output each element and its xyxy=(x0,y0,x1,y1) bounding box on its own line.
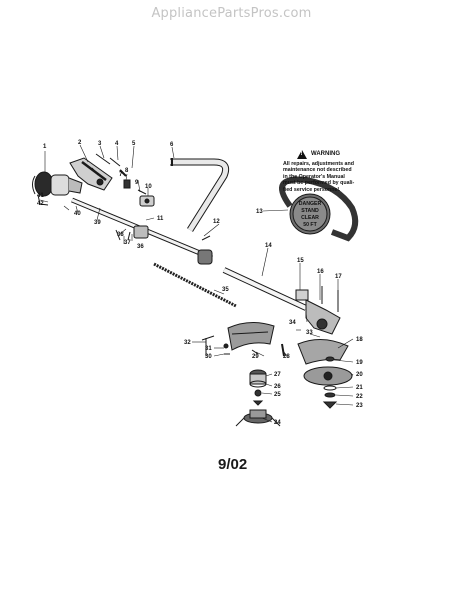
throttle-handle xyxy=(69,157,113,191)
callout-18: 18 xyxy=(356,337,363,343)
callout-labels: 1 2 3 4 5 6 7 8 9 10 11 12 13 14 15 16 1… xyxy=(37,140,363,426)
warning-line-1: All repairs, adjustments and xyxy=(283,161,354,167)
callout-14: 14 xyxy=(265,243,272,249)
callout-23: 23 xyxy=(356,403,363,409)
callout-34: 34 xyxy=(289,320,296,326)
decal-line-2: STAND xyxy=(301,208,319,214)
callout-24: 24 xyxy=(274,420,281,426)
callout-40: 40 xyxy=(74,211,81,217)
callout-32: 32 xyxy=(184,340,191,346)
callout-20: 20 xyxy=(356,372,363,378)
warning-triangle-icon xyxy=(297,150,307,159)
callout-16: 16 xyxy=(317,269,324,275)
callout-26: 26 xyxy=(274,384,281,390)
callout-41: 41 xyxy=(37,193,44,199)
callout-33: 33 xyxy=(306,330,313,336)
callout-29: 29 xyxy=(252,354,259,360)
shaft-clamp xyxy=(137,189,155,207)
decal-line-3: CLEAR xyxy=(301,215,319,221)
gear-head xyxy=(305,286,341,335)
callout-4: 4 xyxy=(115,141,119,147)
callout-15: 15 xyxy=(297,258,304,264)
handle-parts-small xyxy=(95,153,131,189)
callout-28: 28 xyxy=(283,354,290,360)
callout-1: 1 xyxy=(43,144,47,150)
callout-7: 7 xyxy=(119,172,123,178)
site-watermark: AppliancePartsPros.com xyxy=(151,6,312,21)
engine-housing xyxy=(32,171,83,206)
shoulder-harness xyxy=(278,176,359,242)
warning-line-5: fied service personnel. xyxy=(283,186,341,193)
warning-header: WARNING xyxy=(297,150,373,159)
callout-8: 8 xyxy=(125,168,129,174)
callout-19: 19 xyxy=(356,360,363,366)
trimmer-guard xyxy=(201,322,275,356)
callout-37: 37 xyxy=(124,240,131,246)
callout-22: 22 xyxy=(356,394,363,400)
decal-line-4: 50 FT xyxy=(303,222,317,228)
warning-line-4: must be performed by quali- xyxy=(283,180,355,187)
callout-35: 35 xyxy=(222,287,229,293)
leader-lines xyxy=(39,144,354,423)
callout-17: 17 xyxy=(335,274,342,280)
assist-handle xyxy=(170,158,230,232)
callout-30: 30 xyxy=(205,354,212,360)
warning-line-2: maintenance not described xyxy=(283,167,352,174)
callout-36: 36 xyxy=(137,244,144,250)
revision-date: 9/02 xyxy=(218,456,248,473)
blade-hardware xyxy=(322,356,338,409)
callout-27: 27 xyxy=(274,372,281,378)
callout-38: 38 xyxy=(117,232,124,238)
callout-10: 10 xyxy=(145,184,152,190)
callout-13: 13 xyxy=(256,209,263,215)
decal-line-1: DANGER xyxy=(299,201,322,207)
callout-39: 39 xyxy=(94,220,101,226)
guard-fasteners xyxy=(223,343,285,357)
blade xyxy=(303,366,353,386)
blade-guard xyxy=(297,339,349,365)
callout-9: 9 xyxy=(135,180,139,186)
lower-shaft xyxy=(222,267,309,311)
callout-2: 2 xyxy=(78,140,82,146)
callout-6: 6 xyxy=(170,142,174,148)
callout-12: 12 xyxy=(213,219,220,225)
callout-42: 42 xyxy=(37,201,44,207)
callout-21: 21 xyxy=(356,385,363,391)
callout-5: 5 xyxy=(132,141,136,147)
trimmer-head xyxy=(235,369,281,427)
callout-31: 31 xyxy=(205,346,212,352)
warning-title: WARNING xyxy=(311,151,340,158)
callout-3: 3 xyxy=(98,141,102,147)
warning-line-3: in the Operator's Manual xyxy=(283,173,345,180)
shaft-end-cap xyxy=(197,235,213,265)
flexible-drive-cable xyxy=(153,262,237,308)
callout-25: 25 xyxy=(274,392,281,398)
callout-11: 11 xyxy=(157,216,164,222)
shaft-coupler xyxy=(115,225,149,241)
warning-notice: WARNING All repairs, adjustments and mai… xyxy=(283,150,373,193)
